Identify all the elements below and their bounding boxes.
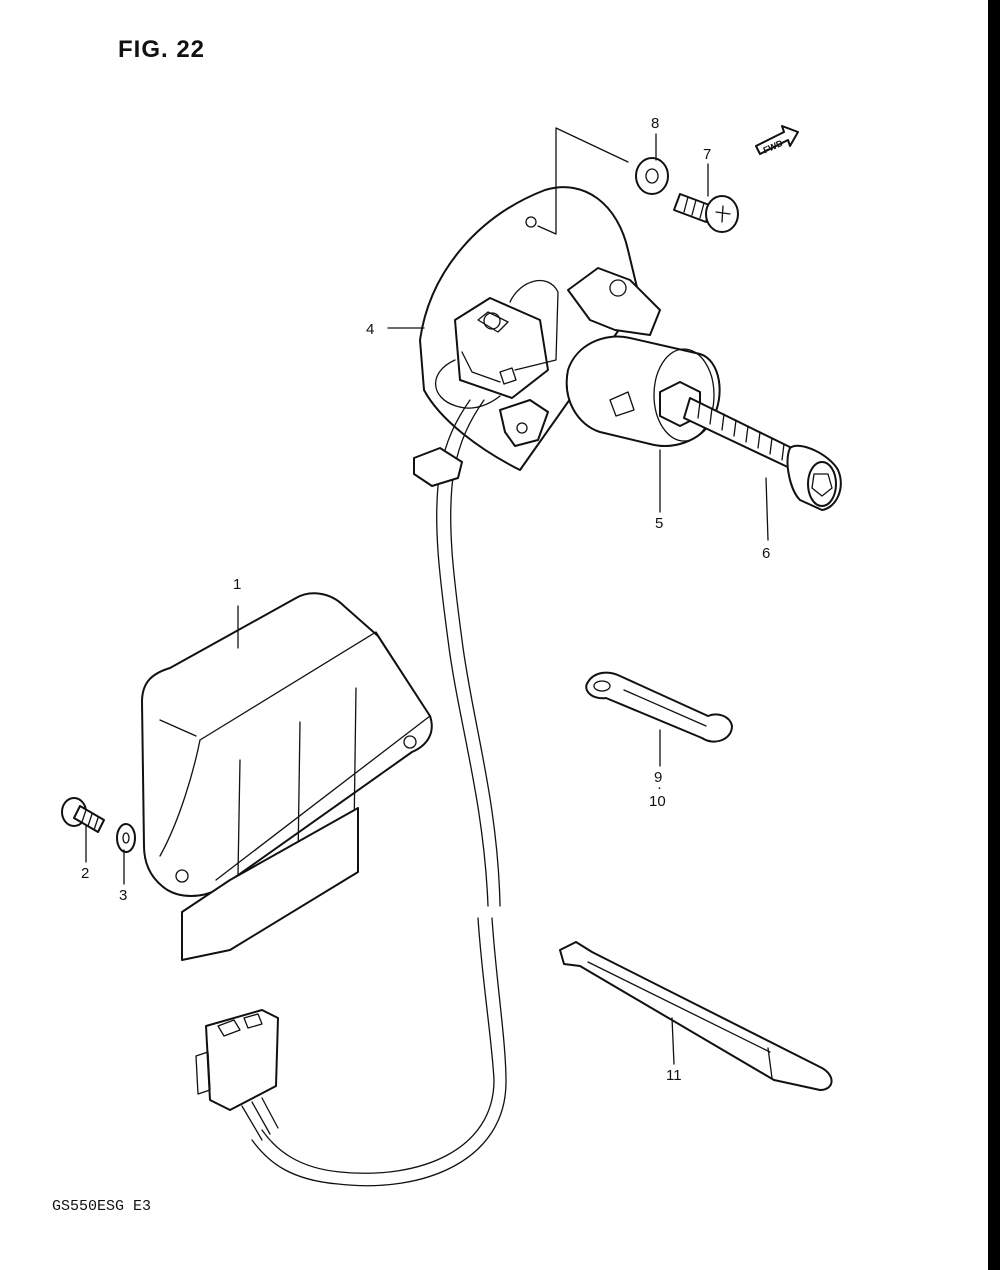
governor-bolt bbox=[659, 381, 842, 511]
callout-10: 10 bbox=[649, 793, 666, 810]
wire-clamp bbox=[585, 671, 733, 743]
callout-3: 3 bbox=[119, 887, 127, 904]
page-edge-border bbox=[988, 0, 1000, 1270]
igniter-washer bbox=[116, 823, 136, 853]
assembly-leader bbox=[537, 127, 629, 235]
cable-band bbox=[559, 941, 833, 1091]
callout-9-separator: · bbox=[657, 779, 662, 796]
forward-arrow-icon: FWD bbox=[755, 125, 799, 155]
callout-4: 4 bbox=[366, 321, 374, 338]
callout-1: 1 bbox=[233, 576, 241, 593]
leader-lines bbox=[85, 133, 769, 1065]
callout-8: 8 bbox=[651, 115, 659, 132]
igniter-unit bbox=[141, 592, 433, 961]
callout-11: 11 bbox=[666, 1067, 682, 1084]
model-code: GS550ESG E3 bbox=[52, 1198, 152, 1215]
callout-6: 6 bbox=[762, 545, 770, 562]
washer-part bbox=[635, 157, 669, 195]
figure-title: FIG. 22 bbox=[118, 36, 206, 63]
callout-2: 2 bbox=[81, 865, 89, 882]
signal-generator-plate bbox=[419, 186, 661, 471]
callout-9: 9 bbox=[654, 769, 662, 786]
lead-wire bbox=[251, 399, 507, 1187]
callout-5: 5 bbox=[655, 515, 663, 532]
igniter-bolt bbox=[61, 797, 105, 833]
screw-part bbox=[673, 193, 739, 233]
callout-7: 7 bbox=[703, 146, 711, 163]
igniter-connector bbox=[195, 1009, 279, 1141]
